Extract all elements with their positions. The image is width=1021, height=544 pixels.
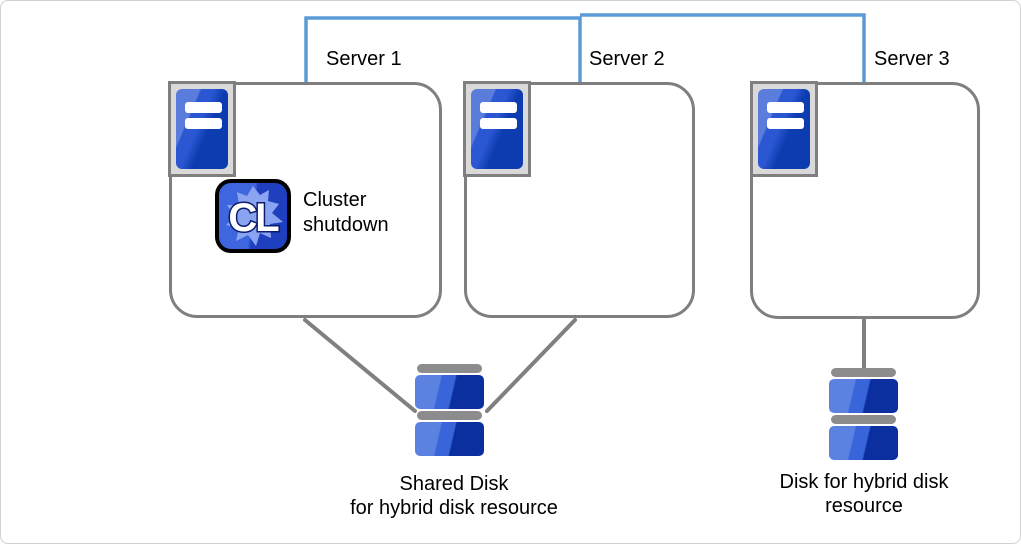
server-tower-body	[758, 89, 810, 169]
server-tower-body	[176, 89, 228, 169]
server-1-label: Server 1	[326, 48, 402, 70]
cl-app-icon: CL	[215, 179, 291, 253]
cl-icon-text: CL	[228, 196, 279, 240]
hybrid-disk-label-line1: Disk for hybrid disk	[779, 471, 949, 493]
server-drive-slot	[767, 102, 804, 113]
cl-icon-art: CL	[226, 186, 283, 246]
disk-cap-bar	[417, 364, 482, 373]
disk-platter	[415, 422, 484, 456]
server2-to-shared-disk-line	[485, 318, 577, 413]
disk-cap-bar	[831, 368, 896, 377]
cl-icon-splat-shape	[226, 186, 283, 246]
network-link-server1-server2-line	[304, 16, 582, 82]
hybrid-disk-stack-icon	[829, 368, 898, 460]
server-drive-slot	[767, 118, 804, 129]
cluster-shutdown-label-line1: Cluster	[303, 189, 367, 211]
server-drive-slot	[185, 102, 222, 113]
cluster-shutdown-label-line2: shutdown	[303, 214, 389, 236]
hybrid-disk-label-line2: resource	[825, 495, 903, 517]
hybrid-disk-label: Disk for hybrid disk resource	[694, 470, 1020, 518]
disk-cap-bar	[831, 415, 896, 424]
network-link-server2-server3-line	[580, 13, 866, 82]
server-2-box	[464, 82, 695, 318]
shared-disk-label: Shared Disk for hybrid disk resource	[284, 472, 624, 520]
server1-to-shared-disk-line	[303, 318, 417, 413]
cluster-shutdown-label: Cluster shutdown	[303, 188, 389, 238]
server-tower-icon	[168, 81, 236, 177]
server-drive-slot	[480, 102, 517, 113]
server-drive-slot	[480, 118, 517, 129]
server-drive-slot	[185, 118, 222, 129]
server-2-label: Server 2	[589, 48, 665, 70]
disk-platter	[415, 375, 484, 409]
disk-platter	[829, 379, 898, 413]
server-3-label: Server 3	[874, 48, 950, 70]
shared-disk-label-line2: for hybrid disk resource	[350, 497, 558, 519]
server-tower-icon	[463, 81, 531, 177]
server-tower-body	[471, 89, 523, 169]
shared-disk-label-line1: Shared Disk	[399, 473, 509, 495]
disk-platter	[829, 426, 898, 460]
disk-cap-bar	[417, 411, 482, 420]
server-tower-icon	[750, 81, 818, 177]
shared-disk-stack-icon	[415, 364, 484, 456]
